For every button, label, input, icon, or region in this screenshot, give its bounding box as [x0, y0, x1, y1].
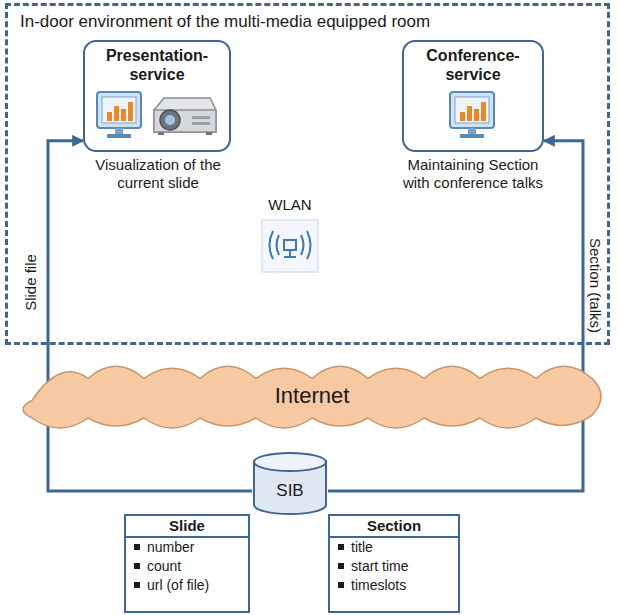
monitor-icon — [450, 92, 494, 138]
field-name: url (of file) — [147, 577, 209, 593]
cylinder-top — [254, 453, 326, 471]
cloud-label: Internet — [275, 383, 350, 409]
cloud-shape — [23, 366, 601, 428]
service-box: Conference-service — [402, 40, 544, 152]
data-table: Sectiontitle start time timeslots — [328, 514, 460, 613]
bullet-mark — [338, 582, 344, 588]
caption-label: Maintaining Section with conference talk… — [398, 156, 548, 192]
table-header: Slide — [126, 516, 248, 538]
data-flow-connector — [48, 141, 252, 491]
database-label: SIB — [276, 481, 303, 501]
field-name: timeslots — [351, 577, 406, 593]
monitor-icon — [97, 92, 141, 138]
table-row: number — [126, 538, 248, 557]
service-title: Conference-service — [410, 46, 536, 84]
field-name: count — [147, 558, 181, 574]
bullet-mark — [338, 563, 344, 569]
database-cylinder: SIB — [252, 452, 328, 515]
field-name: number — [147, 539, 194, 555]
bullet-mark — [134, 563, 140, 569]
table-row: timeslots — [330, 576, 458, 595]
internet-cloud: Internet — [18, 352, 606, 440]
connector-label: Slide file — [22, 252, 39, 313]
caption-label: Visualization of the current slide — [80, 156, 236, 192]
connector-label: Section (talks) — [587, 235, 604, 334]
caption-label: WLAN — [260, 196, 320, 214]
data-table: Slidenumber count url (of file) — [124, 514, 250, 613]
field-name: title — [351, 539, 373, 555]
table-row: title — [330, 538, 458, 557]
projector-icon — [154, 98, 216, 135]
bullet-mark — [338, 544, 344, 550]
region-title: In-door environment of the multi-media e… — [20, 12, 430, 32]
service-box: Presentation-service — [83, 40, 231, 152]
table-row: url (of file) — [126, 576, 248, 595]
service-title: Presentation-service — [91, 46, 223, 84]
bullet-mark — [134, 582, 140, 588]
table-row: count — [126, 557, 248, 576]
data-flow-connector — [328, 141, 583, 491]
table-header: Section — [330, 516, 458, 538]
field-name: start time — [351, 558, 409, 574]
table-row: start time — [330, 557, 458, 576]
bullet-mark — [134, 544, 140, 550]
wlan-icon — [262, 220, 318, 272]
